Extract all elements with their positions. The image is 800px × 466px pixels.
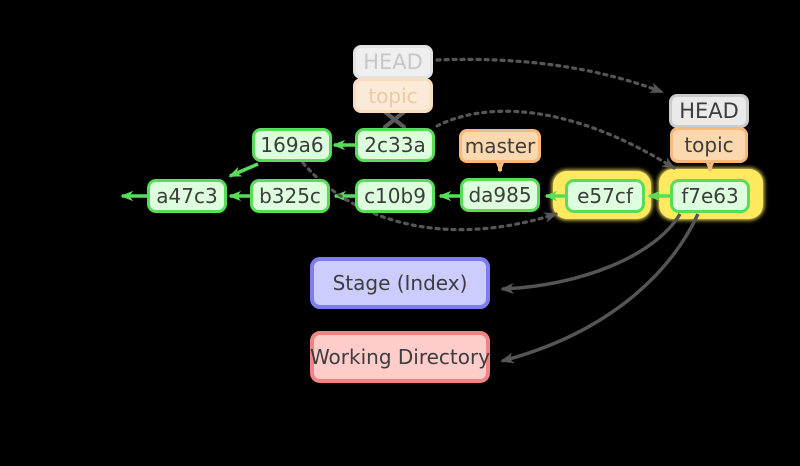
- stage-index-label: Stage (Index): [332, 271, 468, 295]
- edge-f7e63-to-stage-arrow: [500, 213, 682, 295]
- head-ref: HEAD: [669, 94, 749, 128]
- edge-f7e63-to-working-directory-arrow: [500, 213, 700, 364]
- commit-node-da985: da985: [460, 178, 540, 212]
- commit-node-c10b9: c10b9: [355, 179, 435, 213]
- working-directory-label: Working Directory: [309, 345, 491, 369]
- commit-label: b325c: [259, 184, 321, 208]
- edge-2c33a-to-f7e63-dashed-arrow: [435, 109, 676, 170]
- stage-index-box: Stage (Index): [310, 257, 490, 309]
- commit-label: 169a6: [260, 133, 324, 157]
- commit-label: da985: [468, 183, 532, 207]
- ghost-topic-ref: topic: [353, 78, 433, 113]
- commit-label: f7e63: [681, 184, 739, 208]
- working-directory-box: Working Directory: [310, 331, 490, 383]
- master-label: master: [464, 134, 536, 158]
- commit-label: 2c33a: [364, 133, 426, 157]
- topic-label: topic: [684, 133, 734, 157]
- commit-node-b325c: b325c: [250, 179, 330, 213]
- commit-node-169a6: 169a6: [252, 128, 332, 162]
- commit-node-f7e63: f7e63: [670, 179, 750, 213]
- commit-node-a47c3: a47c3: [147, 179, 227, 213]
- head-label: HEAD: [679, 99, 739, 123]
- edge-old-head-to-new-head-dashed-arrow: [435, 57, 664, 94]
- edge-169a6-a47c3-arrow: [228, 162, 259, 178]
- commit-label: e57cf: [577, 184, 633, 208]
- ghost-head-label: HEAD: [363, 50, 423, 74]
- commit-label: c10b9: [364, 184, 426, 208]
- commit-node-e57cf: e57cf: [565, 179, 645, 213]
- commit-node-2c33a: 2c33a: [355, 128, 435, 162]
- topic-branch-ref: topic: [670, 127, 748, 163]
- crossed-out-x-icon: [382, 109, 407, 130]
- commit-label: a47c3: [156, 184, 218, 208]
- ghost-topic-label: topic: [368, 83, 418, 108]
- ghost-head-ref: HEAD: [353, 45, 433, 79]
- edge-169a6-to-e57cf-dashed-arrow: [301, 161, 558, 232]
- master-branch-ref: master: [459, 129, 541, 163]
